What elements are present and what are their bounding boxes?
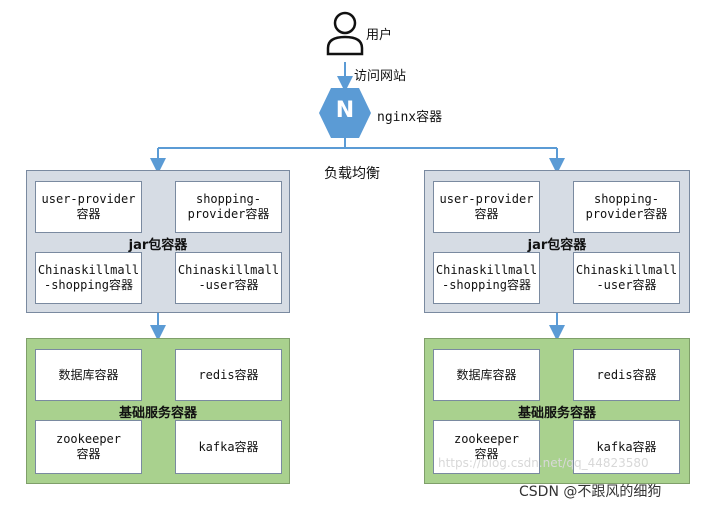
- base-box: 数据库容器: [35, 349, 142, 401]
- jar-box: shopping-provider容器: [573, 181, 680, 233]
- box-line: kafka容器: [198, 439, 259, 454]
- access-label: 访问网站: [354, 69, 407, 84]
- nginx-hex-icon: [319, 88, 371, 138]
- box-line: -shopping容器: [43, 278, 134, 292]
- box-line: -user容器: [596, 278, 657, 292]
- box-line: Chinaskillmall: [435, 263, 538, 277]
- box-line: -user容器: [198, 278, 259, 292]
- jar-box: shopping-provider容器: [175, 181, 282, 233]
- user-icon: [326, 11, 364, 56]
- box-line: user-provider: [41, 192, 136, 206]
- jar-group-label: jar包容器: [527, 238, 587, 253]
- box-line: Chinaskillmall: [37, 263, 140, 277]
- jar-box: Chinaskillmall-shopping容器: [35, 252, 142, 304]
- csdn-credit: CSDN @不跟风的细狗: [519, 484, 662, 500]
- box-line: redis容器: [596, 367, 657, 382]
- watermark-url: https://blog.csdn.net/qq_44823580: [438, 456, 649, 470]
- jar-box: Chinaskillmall-user容器: [573, 252, 680, 304]
- base-group-label: 基础服务容器: [118, 406, 197, 421]
- base-box: 数据库容器: [433, 349, 540, 401]
- nginx-icon-letter: N: [335, 98, 355, 123]
- box-line: shopping-: [195, 192, 262, 206]
- jar-group-label: jar包容器: [128, 238, 188, 253]
- box-line: user-provider: [439, 192, 534, 206]
- box-line: 数据库容器: [456, 367, 517, 382]
- box-line: provider容器: [187, 207, 270, 221]
- box-line: Chinaskillmall: [575, 263, 678, 277]
- box-line: -shopping容器: [441, 278, 532, 292]
- box-line: 数据库容器: [58, 367, 119, 382]
- box-line: 容器: [474, 207, 499, 221]
- box-line: kafka容器: [596, 439, 657, 454]
- base-box: redis容器: [573, 349, 680, 401]
- box-line: shopping-: [593, 192, 660, 206]
- load-balance-label: 负载均衡: [324, 166, 380, 182]
- nginx-label: nginx容器: [377, 110, 443, 125]
- box-line: provider容器: [585, 207, 668, 221]
- base-group-label: 基础服务容器: [517, 406, 596, 421]
- base-box: kafka容器: [573, 420, 680, 474]
- jar-box: Chinaskillmall-user容器: [175, 252, 282, 304]
- box-line: Chinaskillmall: [177, 263, 280, 277]
- box-line: zookeeper: [55, 432, 122, 446]
- box-line: redis容器: [198, 367, 259, 382]
- jar-box: Chinaskillmall-shopping容器: [433, 252, 540, 304]
- box-line: 容器: [474, 447, 499, 461]
- user-label: 用户: [366, 28, 393, 43]
- box-line: 容器: [76, 447, 101, 461]
- box-line: 容器: [76, 207, 101, 221]
- box-line: zookeeper: [453, 432, 520, 446]
- base-box: kafka容器: [175, 420, 282, 474]
- base-box: redis容器: [175, 349, 282, 401]
